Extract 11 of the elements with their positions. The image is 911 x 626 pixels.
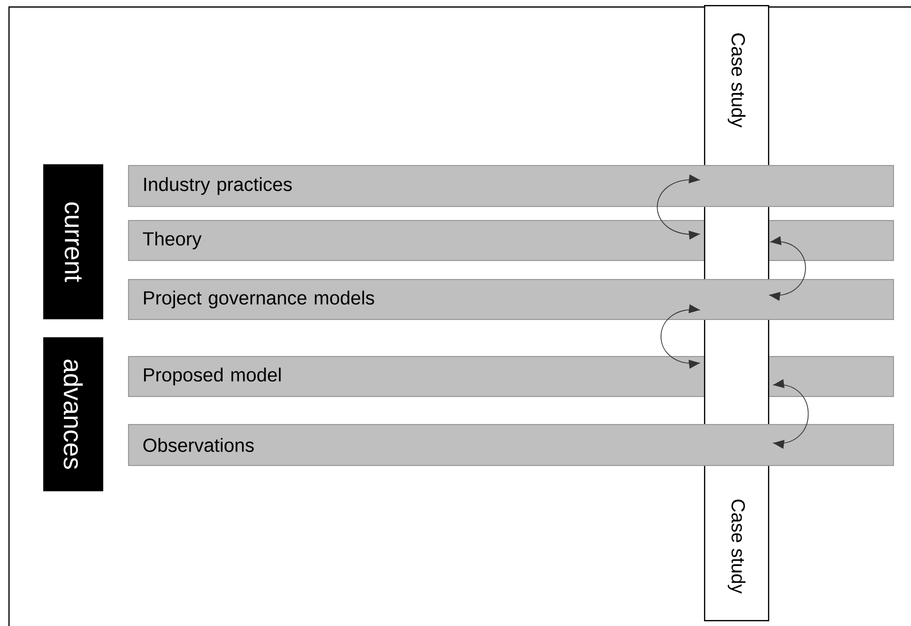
curved-arrow (656, 174, 700, 240)
bar: Project governance models (128, 279, 894, 320)
bar: Theory (128, 220, 894, 261)
bar: Industry practices (128, 165, 894, 207)
bar: Observations (128, 424, 894, 466)
curved-arrow (772, 379, 809, 449)
label-tag: current (43, 164, 104, 320)
bar: Proposed model (128, 356, 894, 397)
curved-arrow (660, 304, 700, 369)
label-tag: advances (43, 337, 104, 492)
curved-arrow (768, 236, 806, 301)
